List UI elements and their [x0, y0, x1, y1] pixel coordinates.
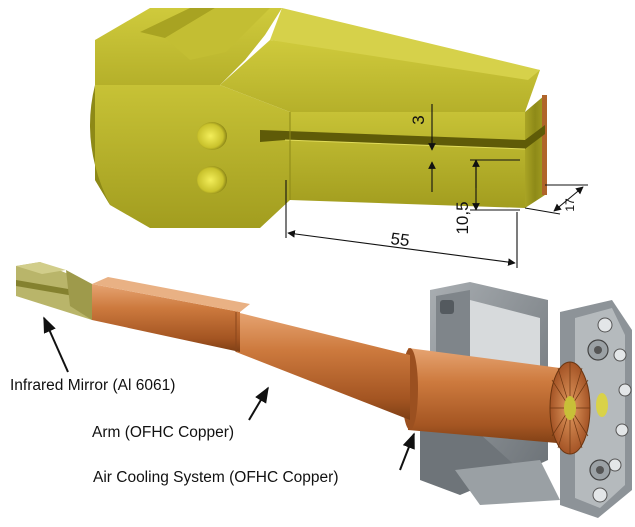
callout-arrows — [43, 316, 415, 471]
dimension-3: 3 — [409, 115, 428, 124]
dimension-10-5: 10,5 — [453, 201, 472, 234]
label-infrared-mirror: Infrared Mirror (Al 6061) — [10, 377, 175, 394]
arm-callout-arrow — [248, 386, 269, 421]
block-top-step — [165, 8, 270, 60]
mirror-tip — [16, 262, 92, 320]
cooling-callout-arrow — [399, 432, 415, 471]
slot-highlight — [284, 139, 526, 150]
dimension-lines — [285, 104, 588, 268]
mirror-hole-upper — [197, 122, 227, 150]
copper-arm — [92, 277, 410, 420]
block-upper-ridge — [270, 8, 540, 80]
assembly — [16, 262, 632, 518]
mirror-hole-lower — [197, 166, 227, 194]
cooling-cylinder — [402, 348, 591, 455]
label-air-cooling: Air Cooling System (OFHC Copper) — [93, 469, 338, 486]
block-front-face — [95, 85, 290, 228]
mirror-callout-arrow — [43, 316, 69, 373]
flange-plate — [560, 300, 632, 518]
mirror-block — [90, 8, 547, 228]
block-rounded-edge — [90, 85, 110, 205]
block-end-face — [525, 95, 545, 208]
dimension-17: 17 — [563, 198, 577, 212]
label-arm: Arm (OFHC Copper) — [92, 424, 234, 441]
block-slot — [260, 125, 545, 149]
block-upper-surface — [220, 40, 540, 112]
dimension-55: 55 — [390, 229, 411, 250]
block-copper-edge — [542, 95, 547, 195]
block-top-rail — [140, 8, 215, 38]
